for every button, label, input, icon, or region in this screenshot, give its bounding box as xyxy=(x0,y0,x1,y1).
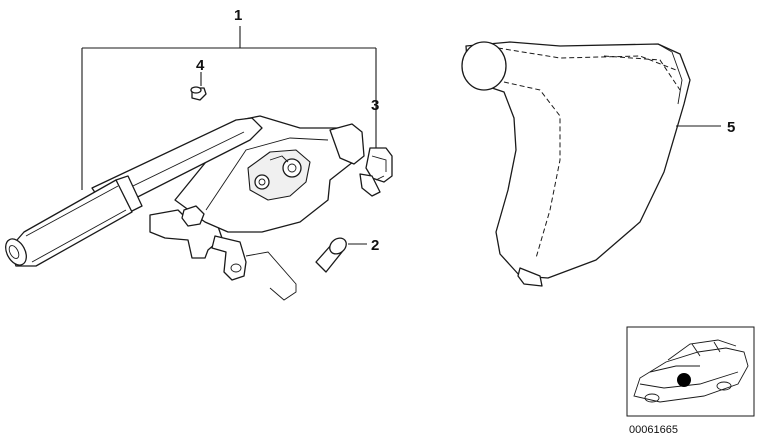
car-location-thumbnail-icon xyxy=(626,326,755,417)
handbrake-boot-icon[interactable] xyxy=(461,41,691,287)
callout-1: 1 xyxy=(234,7,242,24)
bolt-icon[interactable] xyxy=(315,235,349,273)
screw-icon[interactable] xyxy=(190,86,207,101)
clip-icon[interactable] xyxy=(359,147,393,197)
callout-3: 3 xyxy=(371,97,379,114)
callout-2: 2 xyxy=(371,237,379,254)
handbrake-lever-icon[interactable] xyxy=(1,115,365,301)
callout-4: 4 xyxy=(196,57,205,74)
callout-1-leader xyxy=(81,26,377,190)
location-marker xyxy=(677,373,691,387)
diagram-code: 00061665 xyxy=(629,424,678,436)
callout-5: 5 xyxy=(727,119,735,136)
